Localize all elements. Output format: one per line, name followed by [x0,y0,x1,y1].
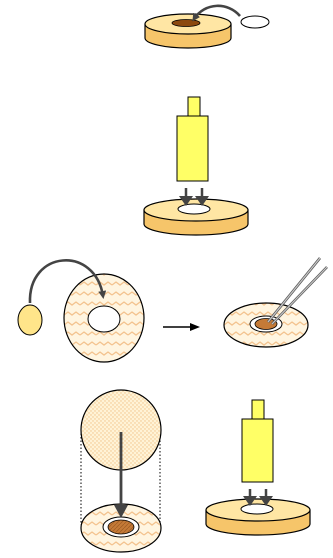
paper-disc-with-sample [223,302,309,348]
base-disc [205,498,311,536]
curved-arrow-icon [28,259,107,304]
down-arrow-icon [114,432,128,518]
base-disc [143,198,249,236]
tweezers-icon [266,257,328,325]
lid-disc [240,15,270,29]
right-arrow-icon [163,323,200,331]
down-arrow-icon [179,188,209,206]
step-4 [80,389,311,553]
step-2 [143,96,249,236]
step-3 [17,257,328,363]
curved-arrow-icon [192,4,241,22]
paper-disc [63,273,145,363]
step-1 [144,4,270,49]
base-disc [144,13,232,49]
small-disc [17,304,43,336]
down-arrow-icon [243,489,273,506]
paper-disc-with-sample [80,503,162,553]
punch-tool-icon [241,399,274,483]
punch-tool-icon [176,96,209,182]
